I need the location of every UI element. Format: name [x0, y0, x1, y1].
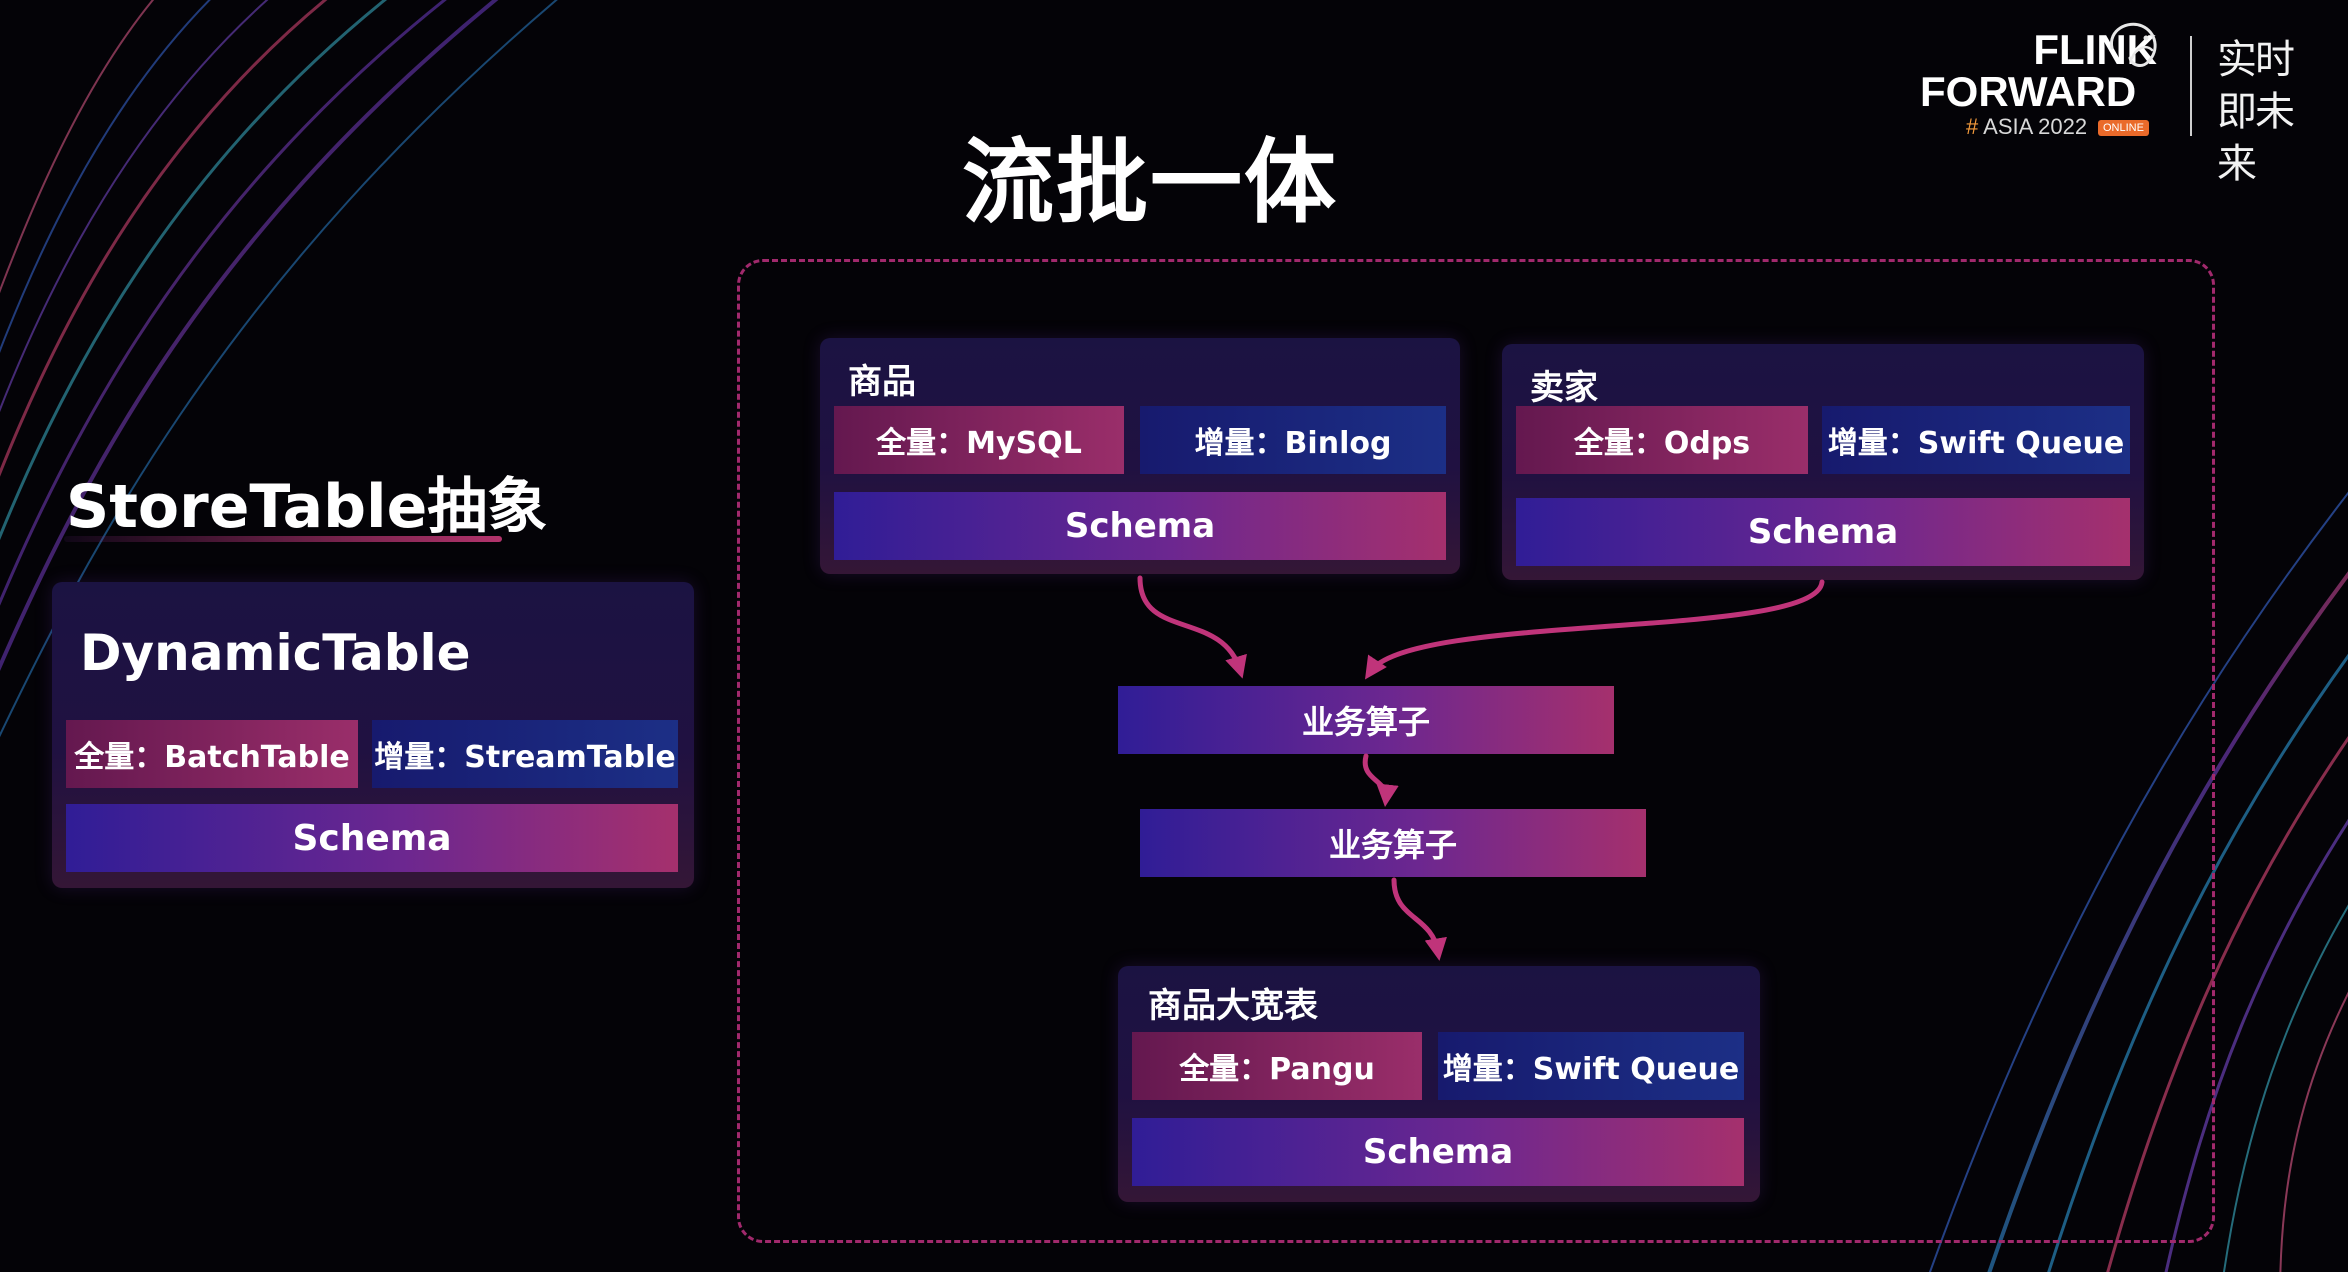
logo-edition: # ASIA 2022 — [1966, 114, 2087, 140]
dynamic-table-full-box: 全量：BatchTable — [66, 720, 358, 788]
seller-table-title: 卖家 — [1530, 368, 1598, 408]
dynamic-table-schema-box: Schema — [66, 804, 678, 872]
product-table-card: 商品 全量：MySQL 增量：Binlog Schema — [820, 338, 1460, 574]
product-incremental-box: 增量：Binlog — [1140, 406, 1446, 474]
product-schema-box: Schema — [834, 492, 1446, 560]
business-operator-1: 业务算子 — [1118, 686, 1614, 754]
pipeline-frame — [737, 259, 2215, 1243]
logo-forward: FORWARD — [1920, 68, 2137, 115]
business-operator-2: 业务算子 — [1140, 809, 1646, 877]
storetable-heading-underline — [64, 536, 502, 542]
seller-schema-box: Schema — [1516, 498, 2130, 566]
squirrel-icon — [2110, 22, 2157, 67]
dynamic-table-title: DynamicTable — [80, 624, 471, 682]
dynamic-table-incremental-box: 增量：StreamTable — [372, 720, 678, 788]
product-wide-table-card: 商品大宽表 全量：Pangu 增量：Swift Queue Schema — [1118, 966, 1760, 1202]
logo-online-badge: ONLINE — [2098, 120, 2149, 136]
wide-table-incremental-box: 增量：Swift Queue — [1438, 1032, 1744, 1100]
wide-table-schema-box: Schema — [1132, 1118, 1744, 1186]
storetable-heading: StoreTable抽象 — [66, 472, 548, 542]
logo-hash: # — [1966, 114, 1979, 139]
dynamic-table-card: DynamicTable 全量：BatchTable 增量：StreamTabl… — [52, 582, 694, 888]
logo-edition-text: ASIA 2022 — [1978, 114, 2088, 139]
page-title: 流批一体 — [961, 129, 1338, 236]
logo-slogan: 实时即未来 — [2217, 37, 2295, 187]
product-table-title: 商品 — [848, 362, 916, 402]
product-wide-table-title: 商品大宽表 — [1148, 986, 1318, 1026]
wide-table-full-box: 全量：Pangu — [1132, 1032, 1422, 1100]
seller-table-card: 卖家 全量：Odps 增量：Swift Queue Schema — [1502, 344, 2144, 580]
conference-logo: FLINK FORWARD # ASIA 2022 ONLINE 实时即未来 — [1912, 22, 2332, 187]
product-full-box: 全量：MySQL — [834, 406, 1124, 474]
logo-divider — [2190, 36, 2192, 136]
seller-incremental-box: 增量：Swift Queue — [1822, 406, 2130, 474]
seller-full-box: 全量：Odps — [1516, 406, 1808, 474]
